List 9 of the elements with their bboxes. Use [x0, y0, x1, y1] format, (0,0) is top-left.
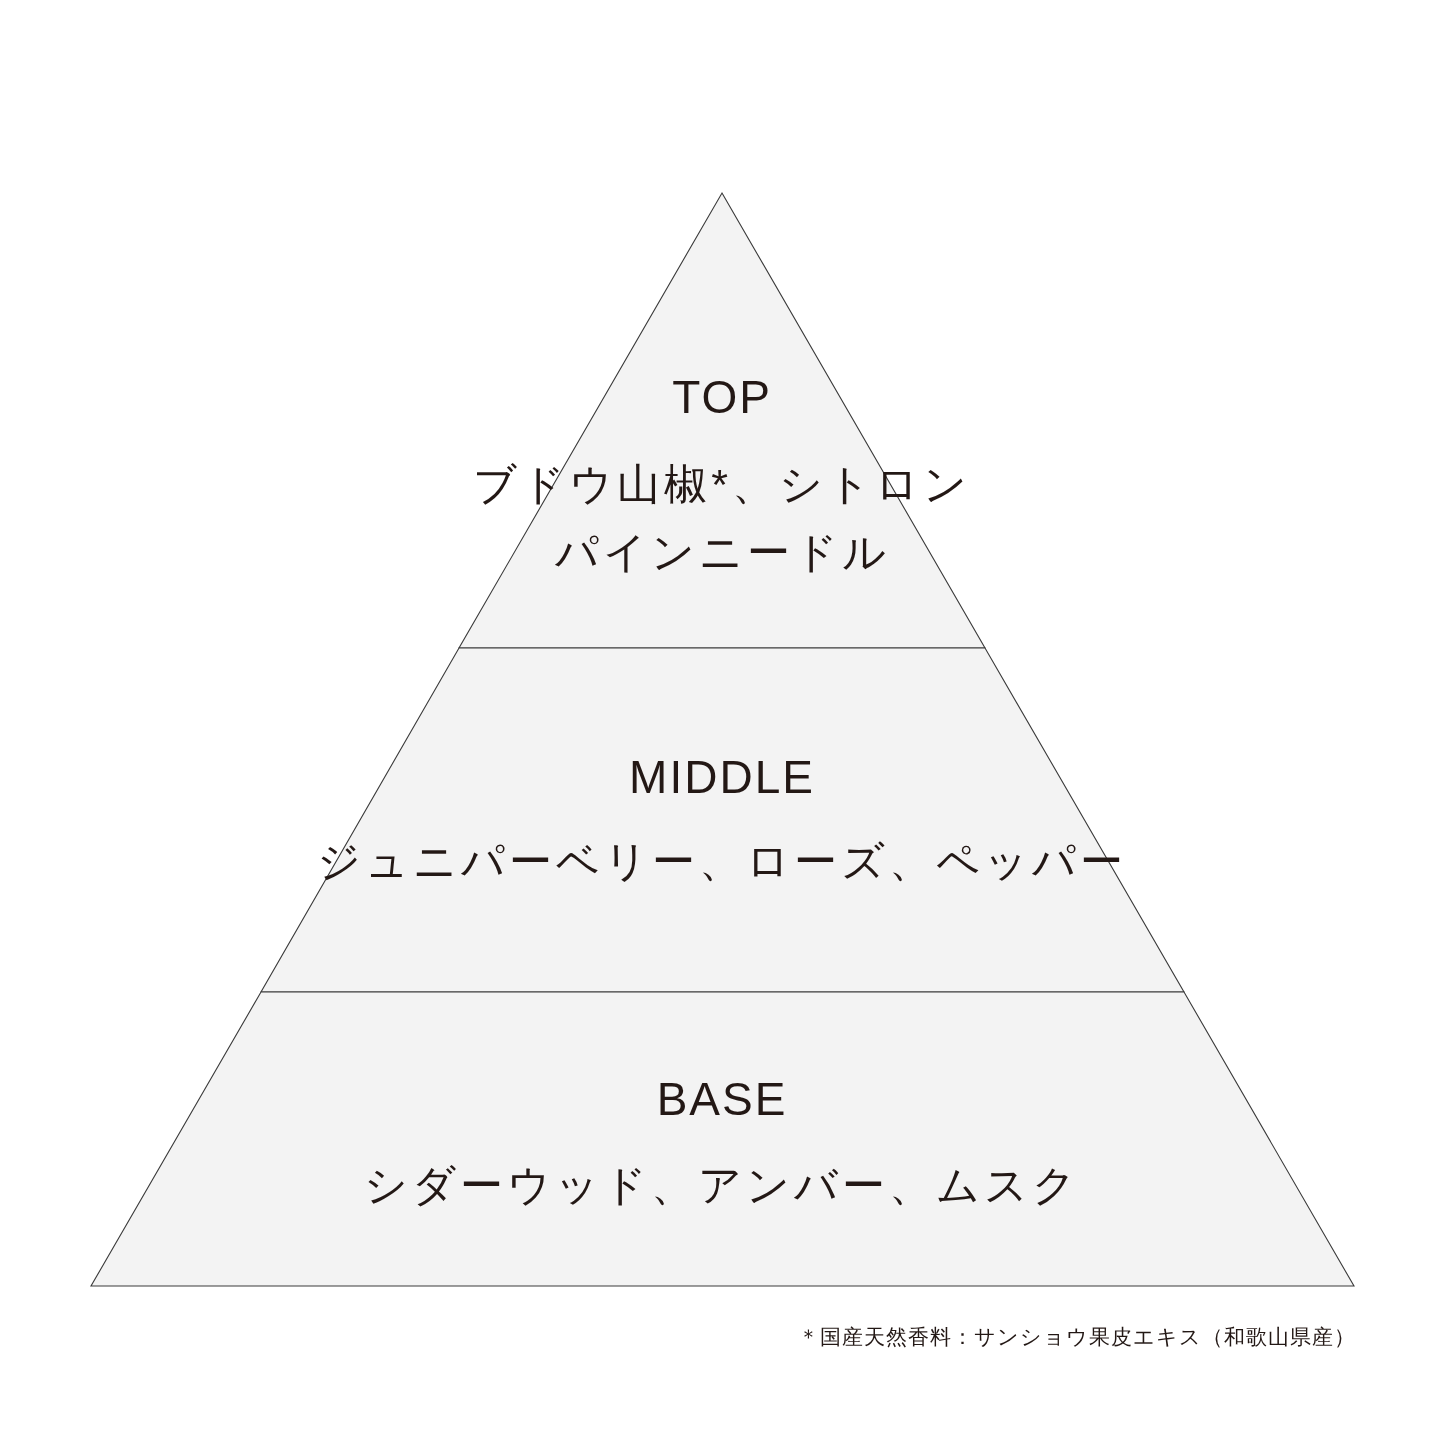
pyramid-top-tier	[459, 193, 985, 648]
tier-heading: BASE	[656, 1072, 788, 1128]
footnote: ＊国産天然香料：サンショウ果皮エキス（和歌山県産）	[798, 1324, 1356, 1351]
tier-heading: MIDDLE	[629, 750, 815, 806]
note-list: シダーウッド、アンバー、ムスク	[364, 1160, 1080, 1212]
note-list: パインニードル	[554, 527, 890, 579]
tier-heading: TOP	[672, 370, 772, 426]
pyramid-middle-tier	[261, 648, 1184, 992]
pyramid-base-tier	[91, 992, 1354, 1286]
